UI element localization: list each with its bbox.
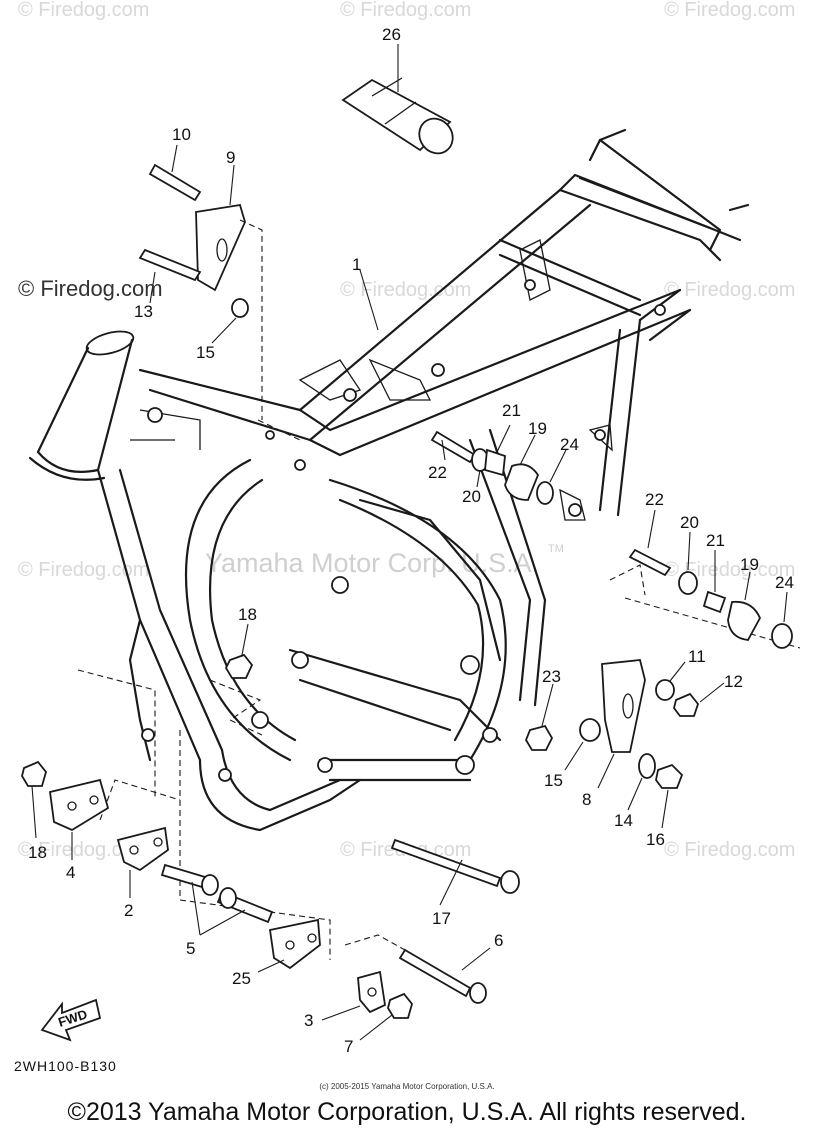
callout-25: 25	[232, 969, 251, 988]
mount-stack-a	[430, 424, 567, 505]
watermark-text: © Firedog.com	[664, 279, 795, 301]
watermark-text: © Firedog.com	[18, 559, 149, 581]
firedog-watermark: © Firedog.com	[18, 276, 163, 301]
left-lower-plates	[21, 669, 413, 1041]
callout-23: 23	[542, 667, 561, 686]
watermark-text: © Firedog.com	[340, 0, 471, 21]
callout-1: 1	[352, 255, 361, 274]
center-watermark: Yamaha Motor Corp. U.S.A.	[205, 548, 539, 578]
callout-24b: 24	[775, 573, 794, 592]
callout-5: 5	[186, 939, 195, 958]
callout-19a: 19	[528, 419, 547, 438]
tm-mark: TM	[548, 543, 564, 555]
head-pipe	[28, 330, 135, 481]
callout-15b: 15	[544, 771, 563, 790]
callout-22a: 22	[428, 463, 447, 482]
watermark-text: © Firedog.com	[664, 559, 795, 581]
leader-1	[359, 269, 379, 331]
watermark-text: © Firedog.com	[18, 839, 149, 861]
callout-22b: 22	[645, 490, 664, 509]
fwd-arrow-icon: FWD	[40, 998, 102, 1042]
callout-12: 12	[724, 672, 743, 691]
watermark-text: © Firedog.com	[664, 839, 795, 861]
callout-labels: 26 10 9 1 13 15 21 19 22 20 24 22 20 21 …	[28, 25, 794, 1056]
callout-19b: 19	[740, 555, 759, 574]
callout-17: 17	[432, 909, 451, 928]
watermark-text: © Firedog.com	[664, 0, 795, 21]
callout-6: 6	[494, 931, 503, 950]
diagram-code: 2WH100-B130	[14, 1058, 117, 1074]
callout-13: 13	[134, 302, 153, 321]
callout-21a: 21	[502, 401, 521, 420]
callout-7: 7	[344, 1037, 353, 1056]
callout-4: 4	[66, 863, 75, 882]
callout-15a: 15	[196, 343, 215, 362]
callout-24a: 24	[560, 435, 579, 454]
upper-engine-mount	[138, 144, 301, 441]
part-26-sleeve	[341, 44, 454, 155]
callout-18b: 18	[28, 843, 47, 862]
callout-2: 2	[124, 901, 133, 920]
copyright-notice: ©2013 Yamaha Motor Corporation, U.S.A. A…	[67, 1098, 747, 1126]
part-18-nut-a	[209, 623, 263, 736]
long-bolts	[344, 838, 520, 1004]
mount-stack-b	[609, 509, 801, 649]
callout-16: 16	[646, 830, 665, 849]
main-frame	[96, 128, 750, 832]
watermark-text: © Firedog.com	[340, 279, 471, 301]
callout-8: 8	[582, 790, 591, 809]
small-copyright: (c) 2005-2015 Yamaha Motor Corporation, …	[319, 1082, 495, 1091]
right-plate-8	[524, 659, 725, 829]
callout-14: 14	[614, 811, 633, 830]
callout-3: 3	[304, 1011, 313, 1030]
callout-20b: 20	[680, 513, 699, 532]
callout-26: 26	[382, 25, 401, 44]
watermark-text: © Firedog.com	[18, 0, 149, 21]
callout-20a: 20	[462, 487, 481, 506]
callout-11: 11	[688, 647, 706, 666]
callout-18a: 18	[238, 605, 257, 624]
callout-10: 10	[172, 125, 191, 144]
callout-21b: 21	[706, 531, 725, 550]
callout-9: 9	[226, 148, 235, 167]
